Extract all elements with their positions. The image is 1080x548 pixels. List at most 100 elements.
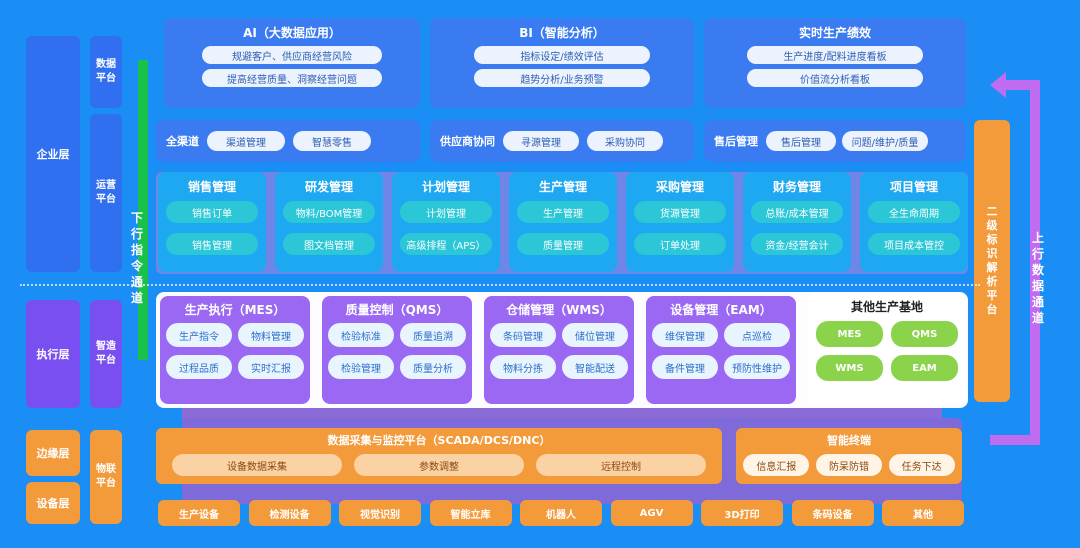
bi-card-title: BI（智能分析）: [519, 26, 605, 40]
layer-execution: 执行层: [26, 300, 80, 408]
device-item: 智能立库: [429, 500, 512, 526]
omnichannel-item-2: 智慧零售: [293, 131, 371, 151]
terminal-item-1: 信息汇报: [743, 454, 810, 476]
omnichannel-label: 全渠道: [166, 135, 199, 148]
exec-module-item: 过程品质: [166, 355, 232, 379]
downlink-label: 下行指令通道: [130, 211, 143, 305]
module-item: 资金/经营会计: [751, 233, 843, 255]
platform-operation: 运营平台: [90, 114, 122, 272]
ai-item-2: 提高经营质量、洞察经营问题: [202, 69, 382, 87]
aftersales-item-2: 问题/维护/质量: [842, 131, 928, 151]
aftersales-row: 售后管理 售后管理 问题/维护/质量: [704, 120, 966, 162]
layer-separator: [20, 284, 980, 286]
terminal-title: 智能终端: [827, 434, 871, 447]
performance-item-1: 生产进度/配料进度看板: [747, 46, 923, 64]
exec-module-item: 备件管理: [652, 355, 718, 379]
exec-module-title: 质量控制（QMS）: [345, 303, 449, 317]
ai-card-title: AI（大数据应用）: [243, 26, 341, 40]
module-item: 全生命周期: [868, 201, 960, 223]
exec-module-item: 质量分析: [400, 355, 466, 379]
module-item: 计划管理: [400, 201, 492, 223]
exec-module-card: 仓储管理（WMS）条码管理储位管理物料分拣智能配送: [484, 296, 634, 404]
omnichannel-row: 全渠道 渠道管理 智慧零售: [156, 120, 420, 162]
exec-module-item: 检验标准: [328, 323, 394, 347]
module-item: 质量管理: [517, 233, 609, 255]
module-item: 销售管理: [166, 233, 258, 255]
device-item: AGV: [610, 500, 693, 526]
exec-module-item: 点巡检: [724, 323, 790, 347]
exec-module-card: 质量控制（QMS） 检验标准质量追溯检验管理质量分析: [322, 296, 472, 404]
aftersales-item-1: 售后管理: [766, 131, 836, 151]
device-item: 条码设备: [791, 500, 874, 526]
modules-row: 销售管理销售订单销售管理研发管理物料/BOM管理图文档管理计划管理计划管理高级排…: [158, 172, 968, 272]
uplink-channel: [950, 70, 1050, 450]
device-item: 检测设备: [248, 500, 331, 526]
module-title: 采购管理: [655, 180, 704, 194]
ai-card: AI（大数据应用） 规避客户、供应商经营风险 提高经营质量、洞察经营问题: [164, 18, 420, 108]
exec-module-item: 物料管理: [238, 323, 304, 347]
uplink-arrow-icon: [950, 72, 1040, 445]
layer-edge: 边缘层: [26, 430, 80, 476]
aftersales-label: 售后管理: [714, 135, 758, 148]
module-item: 销售订单: [166, 201, 258, 223]
layer-enterprise: 企业层: [26, 36, 80, 272]
exec-module-item: 预防性维护: [724, 355, 790, 379]
other-base-item: MES: [816, 321, 883, 347]
module-card: 项目管理全生命周期项目成本管控: [860, 172, 968, 272]
module-item: 货源管理: [634, 201, 726, 223]
module-card: 计划管理计划管理高级排程（APS）: [392, 172, 500, 272]
terminal-item-3: 任务下达: [888, 454, 955, 476]
device-item: 3D打印: [701, 500, 783, 526]
supplier-label: 供应商协同: [440, 135, 495, 148]
terminal-item-2: 防呆防错: [815, 454, 882, 476]
scada-panel: 数据采集与监控平台（SCADA/DCS/DNC） 设备数据采集 参数调整 远程控…: [156, 428, 722, 484]
scada-item-3: 远程控制: [536, 454, 706, 476]
performance-card-title: 实时生产绩效: [798, 26, 871, 40]
module-item: 项目成本管控: [868, 233, 960, 255]
exec-module-item: 维保管理: [652, 323, 718, 347]
supplier-item-1: 寻源管理: [503, 131, 579, 151]
uplink-label: 上行数据通道: [1031, 231, 1044, 325]
bi-item-1: 指标设定/绩效评估: [474, 46, 650, 64]
module-item: 总账/成本管理: [751, 201, 843, 223]
performance-item-2: 价值流分析看板: [747, 69, 923, 87]
omnichannel-item-1: 渠道管理: [207, 131, 285, 151]
module-title: 研发管理: [304, 180, 353, 194]
module-card: 研发管理物料/BOM管理图文档管理: [275, 172, 383, 272]
exec-module-item: 实时汇报: [238, 355, 304, 379]
bi-item-2: 趋势分析/业务预警: [474, 69, 650, 87]
exec-module-item: 条码管理: [490, 323, 556, 347]
exec-module-item: 质量追溯: [400, 323, 466, 347]
module-item: 订单处理: [634, 233, 726, 255]
exec-module-item: 物料分拣: [490, 355, 556, 379]
exec-module-item: 智能配送: [562, 355, 628, 379]
exec-module-item: 检验管理: [328, 355, 394, 379]
other-base-item: EAM: [891, 355, 958, 381]
module-item: 图文档管理: [283, 233, 375, 255]
module-card: 销售管理销售订单销售管理: [158, 172, 266, 272]
module-title: 销售管理: [187, 180, 236, 194]
exec-module-card: 生产执行（MES） 生产指令物料管理过程品质实时汇报: [160, 296, 310, 404]
module-card: 财务管理总账/成本管理资金/经营会计: [743, 172, 851, 272]
module-card: 生产管理生产管理质量管理: [509, 172, 617, 272]
device-item: 机器人: [520, 500, 602, 526]
identity-platform: 二级标识解析平台: [974, 120, 1010, 402]
execution-modules: 生产执行（MES） 生产指令物料管理过程品质实时汇报 质量控制（QMS） 检验标准质量…: [160, 292, 970, 406]
supplier-row: 供应商协同 寻源管理 采购协同: [430, 120, 694, 162]
device-item: 其他: [882, 500, 964, 526]
module-card: 采购管理货源管理订单处理: [626, 172, 734, 272]
module-title: 财务管理: [772, 180, 821, 194]
other-base-item: QMS: [891, 321, 958, 347]
layer-device: 设备层: [26, 482, 80, 524]
device-item: 视觉识别: [339, 500, 421, 526]
exec-module-item: 储位管理: [562, 323, 628, 347]
module-item: 高级排程（APS）: [400, 233, 492, 255]
exec-module-title: 生产执行（MES）: [184, 303, 286, 317]
other-base-item: WMS: [816, 355, 883, 381]
scada-title: 数据采集与监控平台（SCADA/DCS/DNC）: [327, 434, 551, 447]
platform-data: 数据平台: [90, 36, 122, 108]
exec-module-item: 生产指令: [166, 323, 232, 347]
exec-module-title: 设备管理（EAM）: [670, 303, 772, 317]
